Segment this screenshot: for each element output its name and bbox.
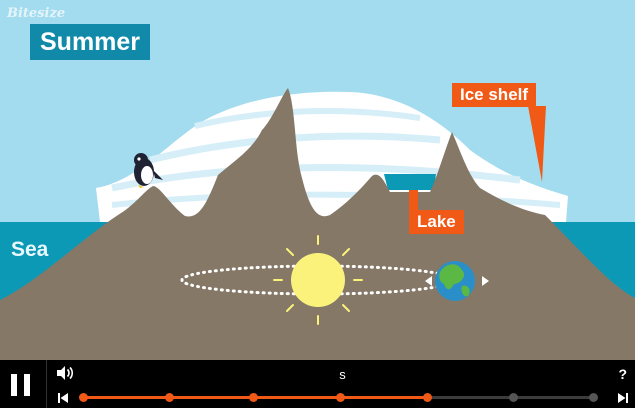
ice-shelf-label: Ice shelf (452, 83, 537, 107)
chapter-marker-4[interactable] (336, 393, 346, 402)
mountain-range (0, 88, 635, 360)
season-title: Summer (30, 24, 151, 60)
antarctica-scene (0, 0, 635, 360)
chapter-marker-6[interactable] (509, 393, 519, 402)
sun-icon (273, 235, 363, 325)
penguin (134, 153, 163, 188)
bitesize-watermark: Bitesize (7, 6, 66, 21)
player-controls: s ? (0, 360, 635, 408)
volume-icon[interactable] (56, 366, 74, 380)
pause-icon (11, 374, 17, 396)
pause-button[interactable] (11, 374, 31, 396)
chapter-marker-3[interactable] (249, 393, 259, 402)
help-button[interactable]: ? (618, 366, 627, 382)
lake-pointer (409, 190, 418, 210)
lake-water (384, 174, 436, 190)
animation-stage: Bitesize Summer Sea Ice shelf Lake (0, 0, 635, 360)
earth-icon (425, 261, 489, 301)
ice-shelf-pointer (528, 106, 546, 182)
chapter-timeline[interactable] (78, 391, 598, 405)
lake-label: Lake (409, 210, 464, 234)
skip-forward-icon[interactable] (617, 392, 629, 404)
chapter-marker-7[interactable] (588, 393, 598, 402)
chapter-marker-1[interactable] (78, 393, 88, 402)
chapter-marker-5[interactable] (422, 393, 432, 402)
sea-label: Sea (11, 238, 49, 261)
caption-text: s (339, 367, 346, 382)
skip-back-icon[interactable] (57, 392, 69, 404)
chapter-marker-2[interactable] (165, 393, 175, 402)
control-divider (46, 360, 47, 408)
